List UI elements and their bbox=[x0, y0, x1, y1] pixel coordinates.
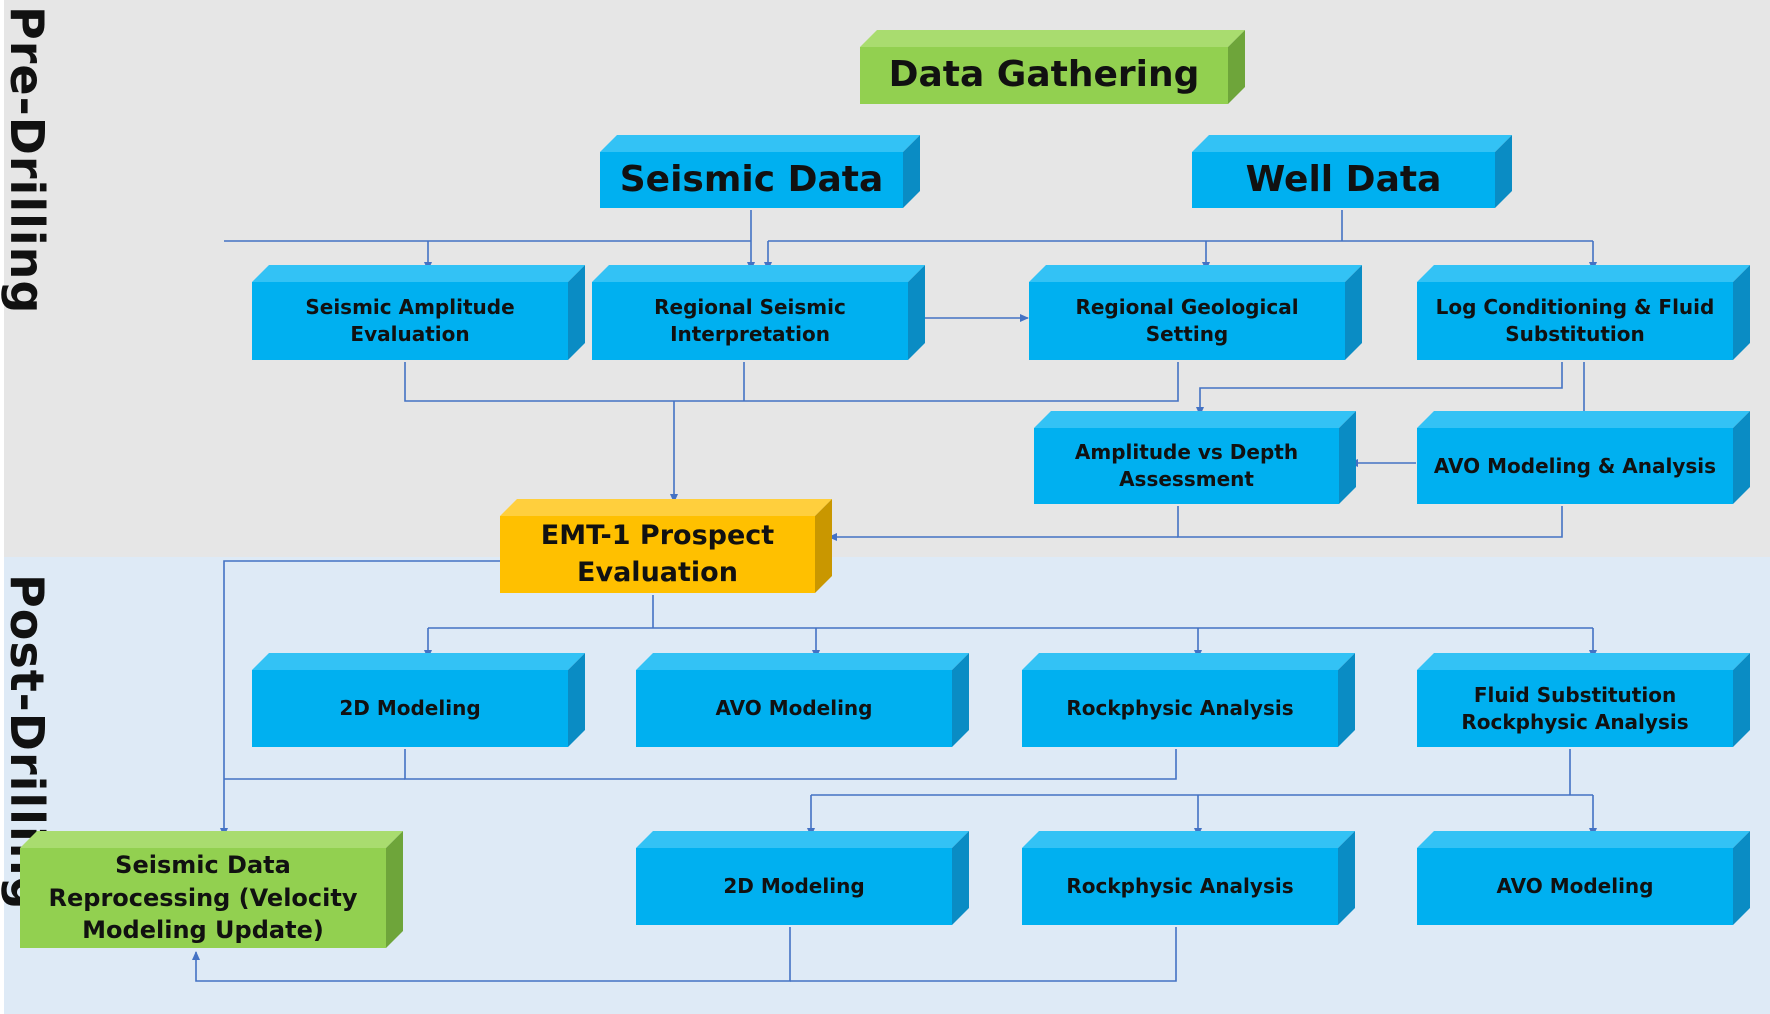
regional-seismic-interpretation-box-label: Regional Seismic Interpretation bbox=[654, 295, 846, 346]
avo-modeling-lower-box: AVO Modeling bbox=[1417, 831, 1762, 938]
avo-modeling-box: AVO Modeling bbox=[636, 653, 981, 760]
avo-modeling-lower-box-shape bbox=[1417, 831, 1750, 925]
seismic-amplitude-evaluation-box: Seismic Amplitude Evaluation bbox=[252, 265, 597, 373]
amplitude-vs-depth-assessment-box-shape bbox=[1034, 411, 1356, 504]
pre-drilling-label: Pre-Drilling bbox=[0, 6, 54, 315]
rockphysic-analysis-box: Rockphysic Analysis bbox=[1022, 653, 1367, 760]
well-data-box: Well Data bbox=[1192, 135, 1524, 221]
fluid-substitution-rockphysic-analysis-box-label: Fluid Substitution Rockphysic Analysis bbox=[1461, 682, 1689, 734]
log-conditioning-fluid-substitution-box-shape bbox=[1417, 265, 1750, 360]
avo-modeling-analysis-box-label: AVO Modeling & Analysis bbox=[1433, 453, 1717, 478]
avo-modeling-box-shape bbox=[636, 653, 969, 747]
amplitude-vs-depth-assessment-box: Amplitude vs Depth Assessment bbox=[1034, 411, 1368, 517]
log-conditioning-fluid-substitution-box: Log Conditioning & Fluid Substitution bbox=[1417, 265, 1762, 373]
connector-32 bbox=[192, 927, 791, 982]
regional-geological-setting-box-label: Regional Geological Setting bbox=[1075, 295, 1299, 346]
emt1-prospect-evaluation-box-shape bbox=[500, 499, 832, 593]
seismic-data-box-shape bbox=[600, 135, 920, 208]
2d-modeling-lower-box-shape bbox=[636, 831, 969, 925]
2d-modeling-lower-box: 2D Modeling bbox=[636, 831, 981, 938]
connector-25 bbox=[404, 749, 1177, 780]
connector-13 bbox=[1196, 362, 1563, 416]
data-gathering-box-label: Data Gathering bbox=[888, 54, 1200, 96]
rockphysic-analysis-lower-box: Rockphysic Analysis bbox=[1022, 831, 1367, 938]
connector-18 bbox=[220, 560, 500, 837]
rockphysic-analysis-box-label: Rockphysic Analysis bbox=[1066, 696, 1294, 720]
seismic-data-reprocessing-box-shape bbox=[20, 831, 403, 948]
seismic-data-box: Seismic Data bbox=[600, 135, 932, 221]
fluid-substitution-rockphysic-analysis-box: Fluid Substitution Rockphysic Analysis bbox=[1417, 653, 1762, 760]
2d-modeling-box-shape bbox=[252, 653, 585, 747]
data-gathering-box: Data Gathering bbox=[860, 30, 1257, 117]
2d-modeling-box-label: 2D Modeling bbox=[339, 696, 481, 720]
regional-geological-setting-box-shape bbox=[1029, 265, 1362, 360]
seismic-amplitude-evaluation-box-shape bbox=[252, 265, 585, 360]
seismic-data-box-label: Seismic Data bbox=[619, 158, 884, 200]
regional-geological-setting-box: Regional Geological Setting bbox=[1029, 265, 1374, 373]
fluid-substitution-rockphysic-analysis-box-shape bbox=[1417, 653, 1750, 747]
data-gathering-box-shape bbox=[860, 30, 1245, 104]
rockphysic-analysis-lower-box-shape bbox=[1022, 831, 1355, 925]
rockphysic-analysis-lower-box-label: Rockphysic Analysis bbox=[1066, 874, 1294, 898]
2d-modeling-box: 2D Modeling bbox=[252, 653, 597, 760]
connector-10 bbox=[404, 362, 1179, 402]
log-conditioning-fluid-substitution-box-label: Log Conditioning & Fluid Substitution bbox=[1435, 295, 1715, 346]
rockphysic-analysis-box-shape bbox=[1022, 653, 1355, 747]
avo-modeling-lower-box-label: AVO Modeling bbox=[1496, 874, 1654, 898]
regional-seismic-interpretation-box-shape bbox=[592, 265, 925, 360]
2d-modeling-lower-box-label: 2D Modeling bbox=[723, 874, 865, 898]
seismic-data-reprocessing-box-label: Seismic Data Reprocessing (Velocity Mode… bbox=[48, 851, 358, 945]
avo-modeling-box-label: AVO Modeling bbox=[715, 696, 873, 720]
seismic-data-reprocessing-box: Seismic Data Reprocessing (Velocity Mode… bbox=[20, 831, 415, 961]
connector-33 bbox=[790, 927, 1177, 982]
regional-seismic-interpretation-box: Regional Seismic Interpretation bbox=[592, 265, 937, 373]
amplitude-vs-depth-assessment-box-label: Amplitude vs Depth Assessment bbox=[1074, 440, 1299, 491]
well-data-box-label: Well Data bbox=[1245, 158, 1442, 200]
emt1-prospect-evaluation-box: EMT-1 Prospect Evaluation bbox=[500, 499, 844, 606]
connector-16 bbox=[1177, 506, 1563, 538]
well-data-box-shape bbox=[1192, 135, 1512, 208]
avo-modeling-analysis-box-shape bbox=[1417, 411, 1750, 504]
seismic-amplitude-evaluation-box-label: Seismic Amplitude Evaluation bbox=[305, 295, 515, 346]
emt1-prospect-evaluation-box-label: EMT-1 Prospect Evaluation bbox=[540, 520, 775, 588]
avo-modeling-analysis-box: AVO Modeling & Analysis bbox=[1417, 411, 1762, 517]
